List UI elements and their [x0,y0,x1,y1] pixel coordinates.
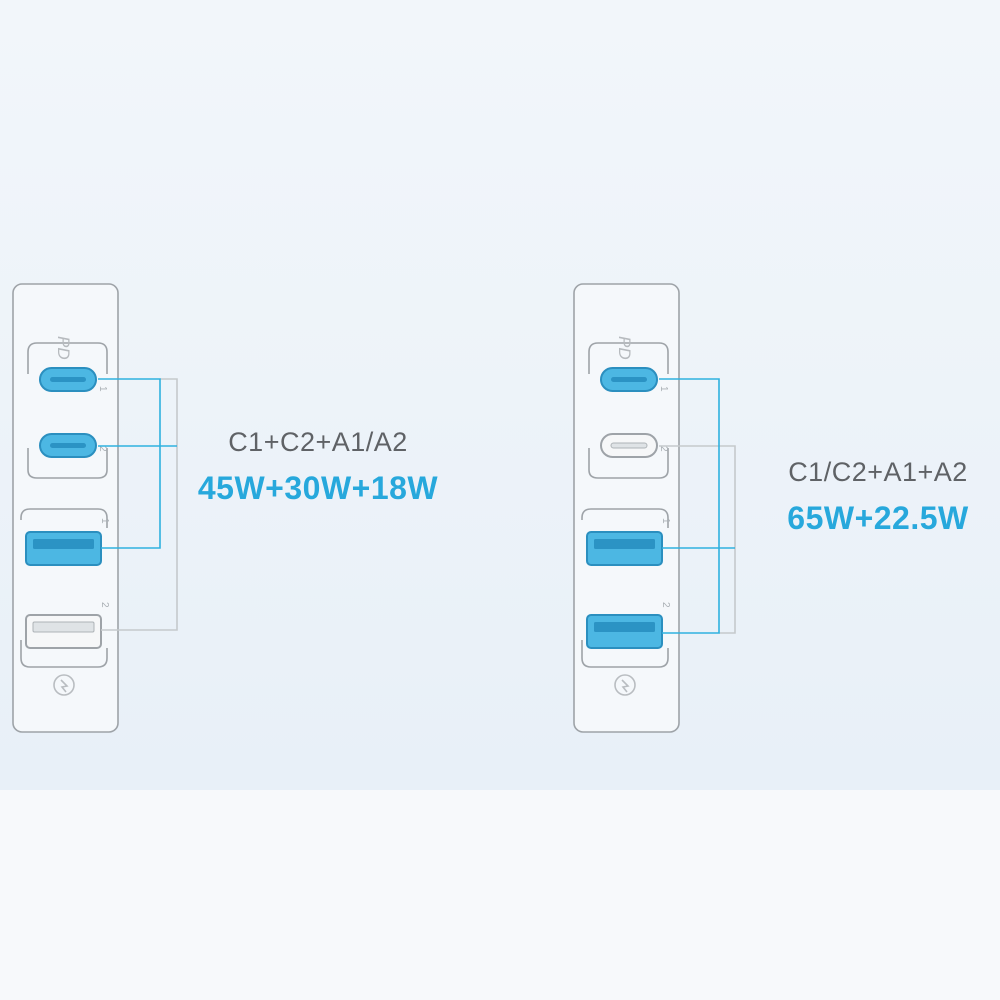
usb-a-zone-outline-bottom [20,640,108,668]
pd-mark: PD [615,336,634,360]
port-number-c1: 1 [97,386,108,392]
port-number-c1: 1 [658,386,669,392]
usb-a-zone-outline [581,508,669,528]
port-number-c2: 2 [97,446,108,452]
usb-a-port-a1 [586,531,663,566]
mode-label-left: C1+C2+A1/A2 45W+30W+18W [178,427,458,507]
port-number-a1: 1 [99,518,110,524]
port-combination-label: C1/C2+A1+A2 [788,457,968,487]
usb-c-port-c1 [600,367,658,392]
usb-a-port-a2 [25,614,102,649]
pd-zone-outline [27,342,108,374]
quick-charge-icon [53,674,75,696]
usb-c-port-c2 [600,433,658,458]
port-combination-label: C1+C2+A1/A2 [228,427,408,457]
port-number-c2: 2 [658,446,669,452]
port-number-a2: 2 [99,602,110,608]
usb-a-port-a1 [25,531,102,566]
usb-a-port-a2 [586,614,663,649]
pd-zone-outline [588,342,669,374]
power-distribution-label: 45W+30W+18W [197,470,439,506]
usb-c-port-c2 [39,433,97,458]
mode-label-right: C1/C2+A1+A2 65W+22.5W [768,457,988,537]
background-band [0,0,1000,790]
usb-c-port-c1 [39,367,97,392]
port-number-a2: 2 [660,602,671,608]
pd-zone-outline-bottom [588,448,669,479]
usb-a-zone-outline [20,508,108,528]
port-number-a1: 1 [660,518,671,524]
power-distribution-label: 65W+22.5W [787,500,969,536]
connector-lines-left [98,378,178,631]
connector-lines-right [659,378,736,634]
pd-zone-outline-bottom [27,448,108,479]
pd-mark: PD [54,336,73,360]
usb-a-zone-outline-bottom [581,640,669,668]
quick-charge-icon [614,674,636,696]
